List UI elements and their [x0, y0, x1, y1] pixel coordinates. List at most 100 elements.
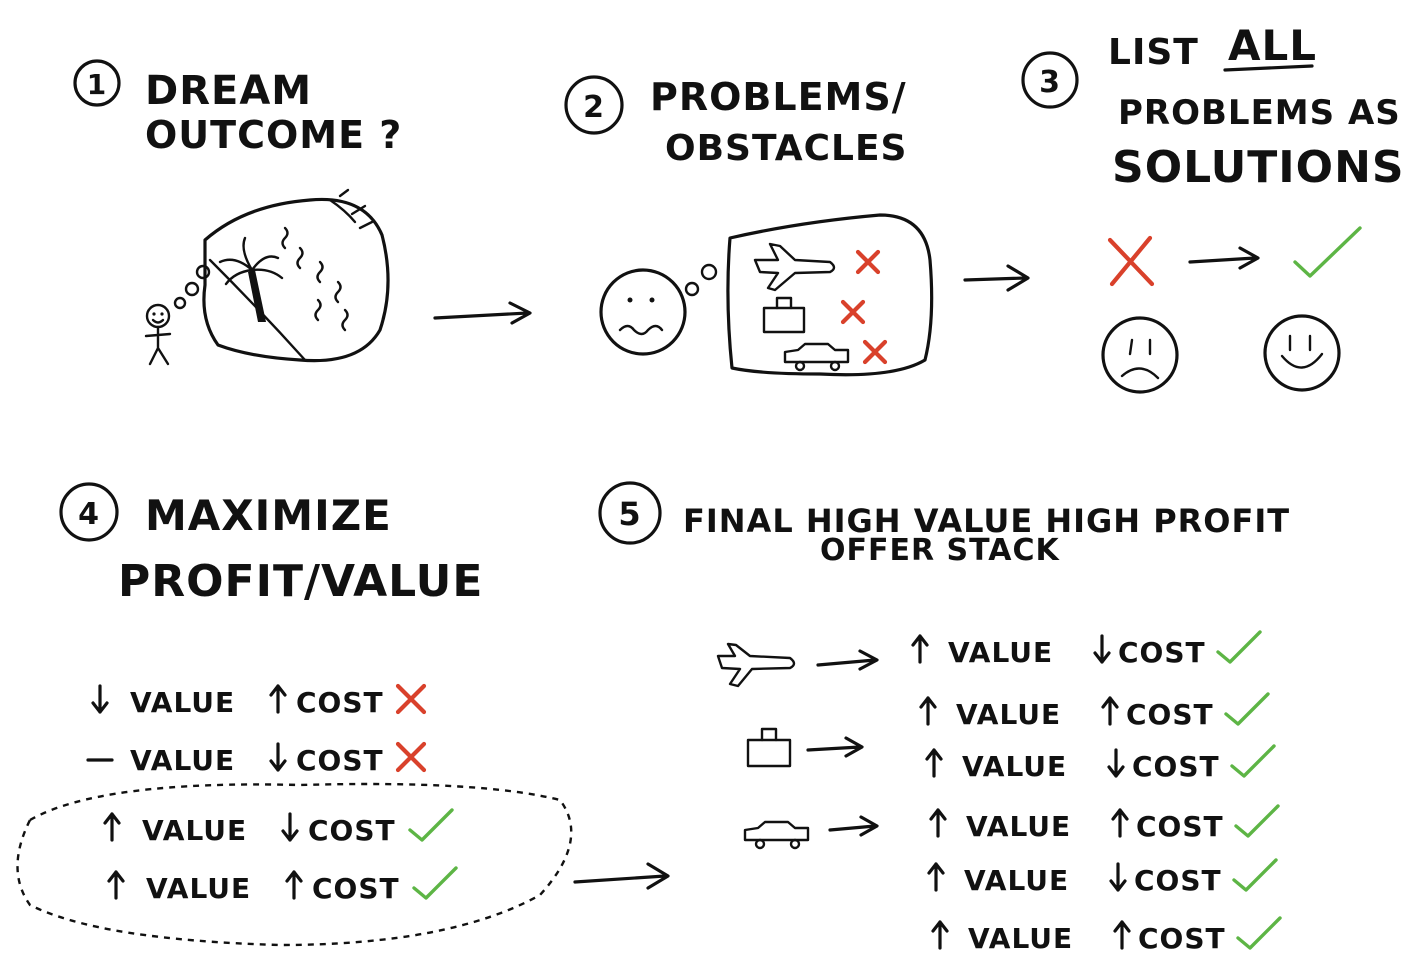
x-mark-icon [855, 249, 881, 275]
bag-icon [746, 727, 792, 768]
step-3: 3 List All Problems As Solutions [1021, 21, 1402, 394]
cost-label: Cost [1132, 750, 1220, 783]
step-1-title-line1: Dream [145, 68, 312, 114]
cost-down-arrow-icon [1093, 634, 1111, 664]
step-3-title-line1: List [1108, 32, 1199, 73]
step-5-number-circle [598, 481, 662, 545]
step-5-title-line1: Final High Value High Profit [683, 502, 1290, 540]
value-label: Value [146, 872, 251, 905]
step-2: 2 Problems/ Obstacles [564, 75, 1030, 377]
value-label: Value [142, 814, 247, 847]
checkmark-icon [1232, 858, 1278, 892]
step-2-title-line2: Obstacles [665, 128, 907, 169]
step-5-title-line2: Offer Stack [820, 533, 1061, 568]
cost-label: Cost [312, 872, 400, 905]
maximize-row: Value Cost [103, 808, 454, 847]
cost-up-arrow-icon [1111, 808, 1129, 838]
value-up-arrow-icon [911, 634, 929, 664]
cost-down-arrow-icon [1109, 862, 1127, 892]
cost-up-arrow-icon [285, 870, 303, 900]
cost-label: Cost [1126, 698, 1214, 731]
maximize-row: Value Cost [86, 741, 427, 777]
step-2-number: 2 [583, 90, 605, 125]
offer-stack-row: Value Cost [927, 858, 1278, 897]
offer-stack-row: Value Cost [919, 692, 1270, 731]
cost-down-arrow-icon [1107, 748, 1125, 778]
thought-bubble-icon [684, 281, 700, 297]
cost-label: Cost [1138, 922, 1226, 955]
offer-stack-row: Value Cost [911, 630, 1262, 669]
arrow-2-to-3 [963, 264, 1030, 292]
value-label: Value [948, 636, 1053, 669]
dream-beach-icon [202, 188, 390, 363]
value-up-arrow-icon [927, 862, 945, 892]
x-mark-icon [840, 299, 866, 325]
car-icon [783, 342, 850, 372]
cost-label: Cost [296, 744, 384, 777]
checkmark-icon [1234, 804, 1280, 838]
arrow-bag [806, 736, 864, 758]
step-3-title-line3: Solutions [1112, 142, 1402, 193]
step-1-number: 1 [87, 68, 107, 101]
checkmark-icon [412, 866, 458, 900]
x-mark-icon [395, 683, 427, 715]
step-1-title-line2: Outcome ? [145, 113, 402, 157]
maximize-row: Value Cost [107, 866, 458, 905]
x-mark-icon [1107, 235, 1155, 287]
step-5-number: 5 [618, 495, 641, 533]
airplane-icon [716, 642, 796, 688]
checkmark-icon [1230, 744, 1276, 778]
value-up-arrow-icon [931, 920, 949, 950]
car-icon [743, 820, 810, 850]
cost-down-arrow-icon [269, 742, 287, 772]
value-label: Value [962, 750, 1067, 783]
step-4-number: 4 [78, 497, 100, 532]
checkmark-icon [408, 808, 454, 842]
cost-label: Cost [308, 814, 396, 847]
cost-label: Cost [1118, 636, 1206, 669]
cost-label: Cost [1134, 864, 1222, 897]
value-label: Value [130, 686, 235, 719]
arrow-4-to-5 [573, 862, 670, 890]
cost-down-arrow-icon [281, 812, 299, 842]
thought-bubble-icon [173, 296, 187, 310]
checkmark-icon [1216, 630, 1262, 664]
value-label: Value [130, 744, 235, 777]
obstacles-cloud [726, 213, 934, 377]
value-up-arrow-icon [925, 748, 943, 778]
airplane-icon [753, 242, 836, 292]
checkmark-icon [1293, 226, 1362, 278]
value-label: Value [964, 864, 1069, 897]
bag-icon [762, 296, 806, 334]
sad-face-icon [1101, 316, 1179, 394]
step-5: 5 Final High Value High Profit Offer Sta… [598, 481, 1290, 955]
step-4-title-line1: Maximize [145, 491, 392, 540]
value-up-arrow-icon [107, 870, 125, 900]
value-label: Value [956, 698, 1061, 731]
arrow-airplane [816, 649, 879, 671]
offer-stack-row: Value Cost [925, 744, 1276, 783]
step-3-number-circle [1021, 51, 1079, 109]
arrow-car [828, 815, 879, 837]
step-1-number-circle [73, 59, 121, 107]
stick-figure-icon [144, 303, 172, 366]
all-underline [1223, 64, 1314, 72]
arrow-1-to-2 [433, 301, 532, 325]
cost-up-arrow-icon [269, 684, 287, 714]
step-4-number-circle [59, 482, 119, 542]
step-3-title-line2: Problems As [1118, 93, 1401, 133]
arrow-problem-to-solution [1188, 246, 1260, 270]
step-3-number: 3 [1039, 65, 1061, 100]
maximize-row: Value Cost [91, 683, 427, 719]
cost-label: Cost [296, 686, 384, 719]
step-1: 1 Dream Outcome ? [73, 59, 532, 366]
checkmark-icon [1236, 916, 1282, 950]
step-4-title-line2: Profit/Value [118, 556, 483, 607]
cost-up-arrow-icon [1101, 696, 1119, 726]
